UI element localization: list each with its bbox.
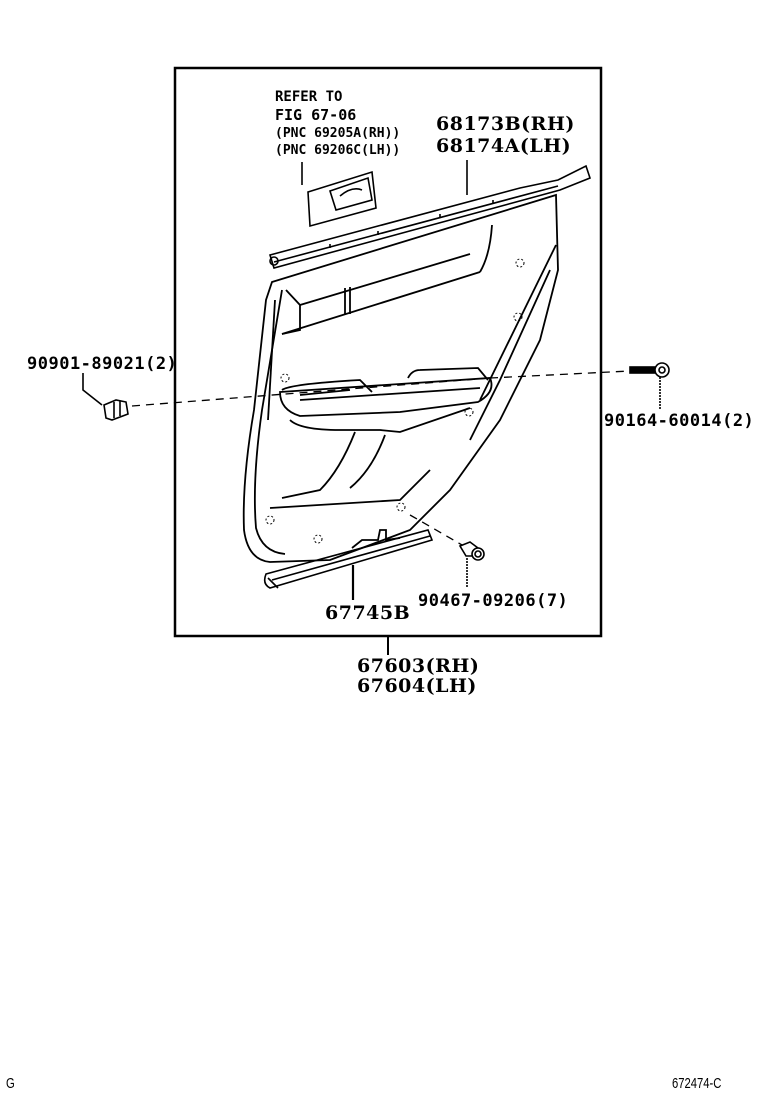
footer-illustration-code: 672474-C xyxy=(672,1075,722,1092)
footer-left-code: G xyxy=(6,1075,15,1092)
weatherstrip-icon xyxy=(268,160,591,269)
push-clip-icon xyxy=(458,541,485,588)
part-label-68173b[interactable]: 68173B(RH) xyxy=(436,113,575,135)
refer-note-line3: (PNC 69205A(RH)) xyxy=(275,126,401,141)
refer-note-line1: REFER TO xyxy=(275,89,343,105)
inside-handle-icon xyxy=(301,162,377,228)
clip-position-markers xyxy=(265,258,525,544)
assembly-lines xyxy=(131,370,631,546)
part-label-67604[interactable]: 67604(LH) xyxy=(357,675,477,697)
refer-note-line2: FIG 67-06 xyxy=(275,106,357,124)
part-label-68174a[interactable]: 68174A(LH) xyxy=(436,135,572,157)
part-label-67745b[interactable]: 67745B xyxy=(325,602,411,624)
screw-right-icon xyxy=(629,362,670,410)
part-label-90901-89021[interactable]: 90901-89021(2) xyxy=(27,354,178,374)
lower-trim-icon xyxy=(263,529,434,600)
door-panel-icon xyxy=(242,193,559,563)
part-label-90164-60014[interactable]: 90164-60014(2) xyxy=(604,411,755,431)
part-label-67603[interactable]: 67603(RH) xyxy=(357,655,480,677)
clip-left-icon xyxy=(82,373,129,421)
refer-note-line4: (PNC 69206C(LH)) xyxy=(275,143,401,158)
part-label-90467-09206[interactable]: 90467-09206(7) xyxy=(418,591,569,611)
